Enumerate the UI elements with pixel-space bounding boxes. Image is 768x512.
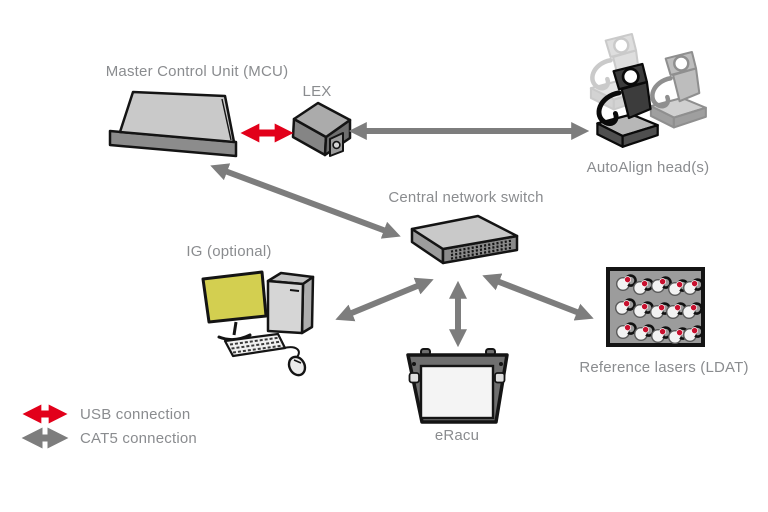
laser-array — [614, 274, 704, 345]
autoalign-head-rear — [650, 52, 706, 128]
cat5-arrow-switch-ldat — [482, 273, 594, 321]
ig-monitor-screen — [201, 270, 268, 324]
legend-usb-label: USB connection — [80, 406, 191, 423]
eracu-left-button — [408, 372, 420, 384]
ig-keyboard — [223, 332, 287, 358]
ig-tower — [266, 271, 315, 335]
cat5-arrow-mcu-switch — [210, 163, 401, 239]
legend-cat5-label: CAT5 connection — [80, 430, 197, 447]
autoalign-heads — [590, 34, 706, 147]
eracu-screen — [419, 364, 495, 420]
ig-workstation — [201, 270, 315, 377]
autoalign-label: AutoAlign head(s) — [586, 159, 710, 176]
eracu-device — [406, 348, 509, 424]
cat5-arrow-switch-ig — [335, 277, 434, 322]
ig-label: IG (optional) — [186, 243, 272, 260]
mcu-device — [108, 90, 238, 158]
legend-arrows — [21, 404, 69, 449]
lex-label: LEX — [302, 83, 332, 100]
eracu-right-button — [494, 372, 506, 384]
network-switch-device — [410, 214, 519, 265]
ig-mouse — [283, 346, 307, 377]
lex-device — [291, 101, 352, 157]
switch-label: Central network switch — [388, 189, 544, 206]
ldat-label: Reference lasers (LDAT) — [579, 359, 749, 376]
mcu-label: Master Control Unit (MCU) — [105, 63, 289, 80]
eracu-label: eRacu — [434, 427, 480, 444]
ig-monitor — [201, 270, 268, 342]
ldat-device — [606, 267, 705, 347]
connection-arrows — [210, 122, 594, 348]
